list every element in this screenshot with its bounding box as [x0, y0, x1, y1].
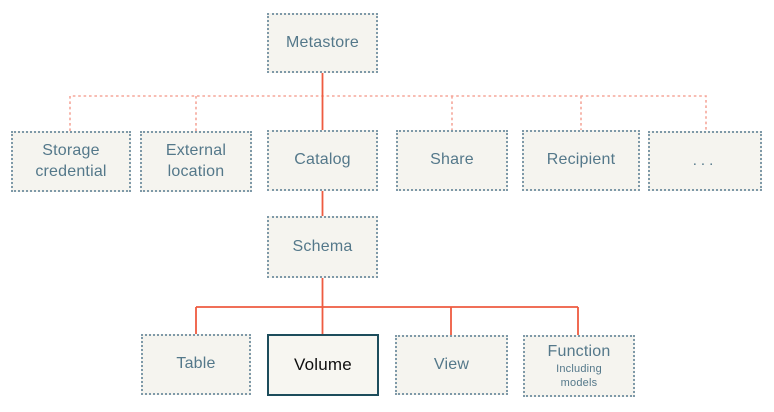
node-schema: Schema: [267, 216, 378, 278]
node-label: External location: [165, 142, 227, 180]
node-external-location: External location: [140, 131, 252, 192]
node-ellipsis: ...: [648, 131, 762, 191]
node-storage-credential: Storage credential: [11, 131, 131, 192]
node-table: Table: [141, 334, 251, 395]
node-label: Recipient: [546, 151, 616, 169]
node-sublabel: Including models: [556, 362, 602, 389]
node-volume: Volume: [267, 334, 379, 396]
node-label: Metastore: [286, 33, 359, 51]
node-label: Function: [547, 342, 611, 360]
node-recipient: Recipient: [522, 130, 640, 191]
node-function: Function Including models: [523, 335, 635, 397]
solid-connectors: [195, 73, 579, 335]
dashed-connectors: [69, 95, 707, 131]
node-catalog: Catalog: [267, 130, 378, 191]
node-label: ...: [692, 152, 718, 170]
node-label: Schema: [292, 237, 353, 255]
node-label: Table: [176, 355, 216, 373]
node-label: Share: [430, 151, 474, 169]
node-label: Storage credential: [35, 142, 107, 180]
node-share: Share: [396, 130, 508, 191]
node-label: Volume: [294, 355, 352, 375]
node-label: View: [433, 355, 470, 373]
node-label: Catalog: [294, 151, 351, 169]
node-view: View: [395, 335, 508, 395]
node-metastore: Metastore: [267, 13, 378, 73]
